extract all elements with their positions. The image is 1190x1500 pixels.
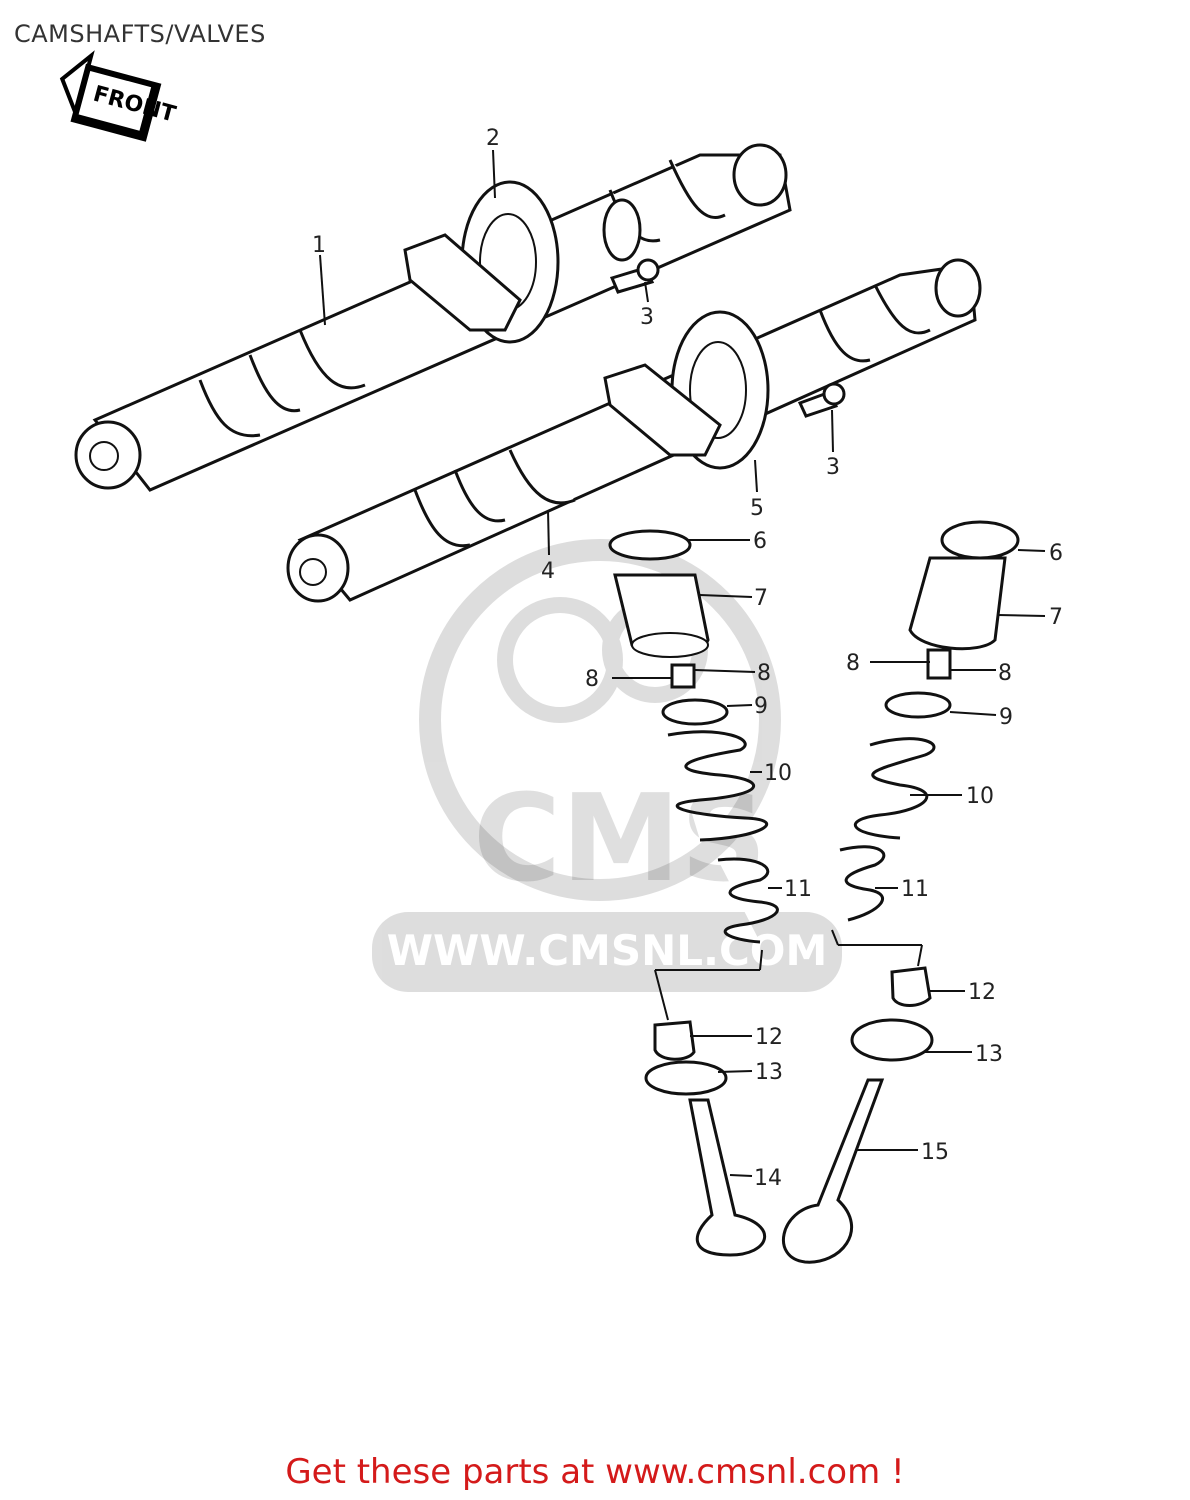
bolt-3a [609, 258, 660, 294]
callout-5: 5 [750, 496, 764, 521]
left-valve-train [608, 529, 779, 1257]
callout-11a: 11 [784, 877, 812, 902]
callout-8b: 8 [757, 661, 771, 686]
bolt-3b [797, 382, 846, 418]
camshaft-4 [286, 258, 982, 603]
callout-11b: 11 [901, 877, 929, 902]
callout-2: 2 [486, 126, 500, 151]
callout-7b: 7 [1049, 605, 1063, 630]
callout-15: 15 [921, 1140, 949, 1165]
callout-8a: 8 [585, 667, 599, 692]
callout-10b: 10 [966, 784, 994, 809]
cam-sprocket-5 [603, 310, 770, 470]
callout-8c: 8 [846, 651, 860, 676]
callout-6b: 6 [1049, 541, 1063, 566]
cam-sprocket-2 [403, 180, 560, 344]
callout-13a: 13 [755, 1060, 783, 1085]
callout-8d: 8 [998, 661, 1012, 686]
callout-3a: 3 [640, 305, 654, 330]
callout-12a: 12 [755, 1025, 783, 1050]
callout-1: 1 [312, 233, 326, 258]
callout-13b: 13 [975, 1042, 1003, 1067]
footer-promo-link[interactable]: Get these parts at www.cmsnl.com ! [285, 1452, 905, 1492]
callout-14: 14 [754, 1166, 782, 1191]
callout-labels: 1 2 3 3 4 5 6 6 7 7 8 8 8 8 9 9 10 10 11… [312, 126, 1063, 1191]
callout-10a: 10 [764, 761, 792, 786]
callout-7a: 7 [754, 586, 768, 611]
callout-9b: 9 [999, 705, 1013, 730]
page-title: CAMSHAFTS/VALVES [14, 20, 266, 48]
callout-6a: 6 [753, 529, 767, 554]
leader-lines [319, 149, 1046, 1177]
right-valve-train [781, 520, 1020, 1264]
front-arrow-icon [59, 50, 162, 142]
callout-12b: 12 [968, 980, 996, 1005]
callout-4: 4 [541, 559, 555, 584]
callout-3b: 3 [826, 455, 840, 480]
callout-9a: 9 [754, 694, 768, 719]
